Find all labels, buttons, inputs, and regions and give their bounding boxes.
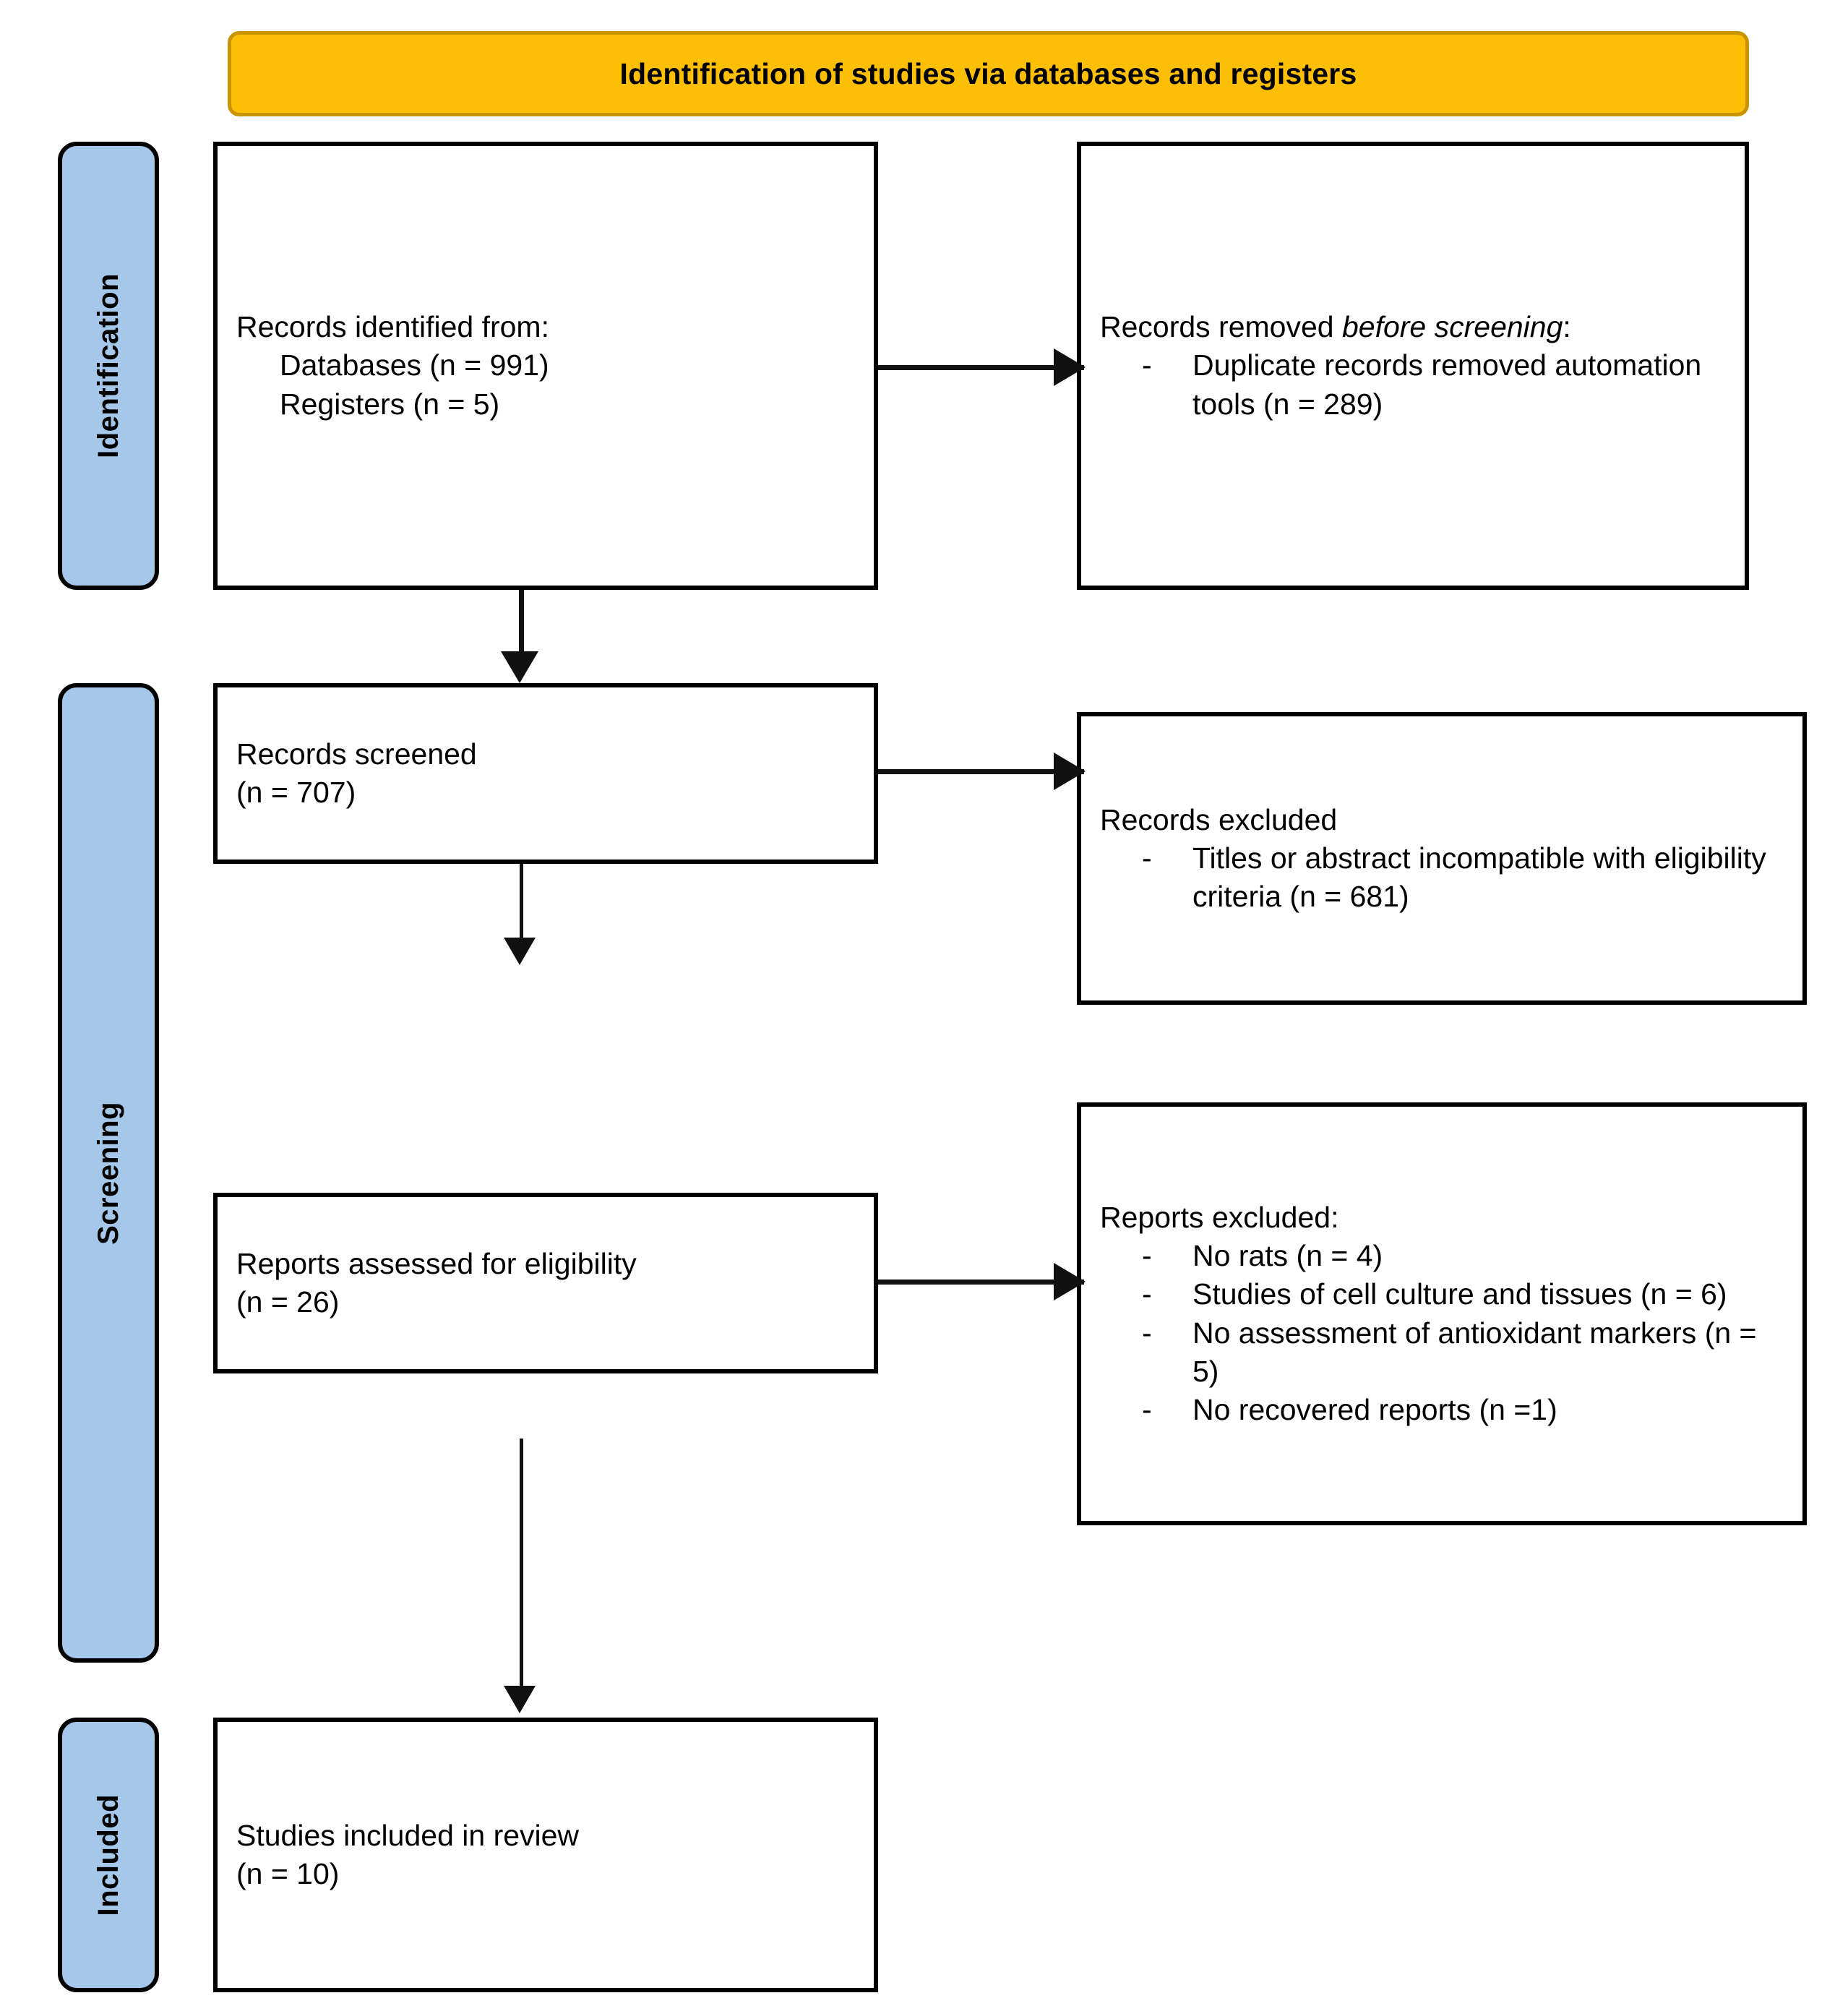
bullet-dash-marker: - <box>1142 348 1152 382</box>
records-excluded-heading: Records excluded <box>1100 802 1338 836</box>
stage-band-identification: Identification <box>58 142 159 590</box>
connector-screened-to-eligibility-line <box>520 864 523 940</box>
records-removed-heading-prefix: Records removed <box>1100 310 1342 344</box>
stage-band-included: Included <box>58 1718 159 1992</box>
studies-included-count: (n = 10) <box>236 1857 340 1890</box>
box-records-screened: Records screened (n = 707) <box>213 683 878 864</box>
box-reports-excluded: Reports excluded: - No rats (n = 4) - Stud… <box>1077 1102 1807 1525</box>
box-records-removed-before-screening: Records removed before screening: - Dupli… <box>1077 142 1749 590</box>
records-removed-bullet-list: - Duplicate records removed automation to… <box>1100 346 1726 424</box>
box-reports-assessed-for-eligibility: Reports assessed for eligibility (n = 26… <box>213 1193 878 1373</box>
list-item: - Duplicate records removed automation to… <box>1100 346 1726 424</box>
studies-included-heading: Studies included in review <box>236 1818 580 1852</box>
arrow-down-icon <box>501 651 538 683</box>
bullet-dash-marker: - <box>1142 841 1152 875</box>
bullet-dash-marker: - <box>1142 1393 1152 1427</box>
reports-assessed-count: (n = 26) <box>236 1285 340 1319</box>
records-removed-heading-suffix: : <box>1563 310 1571 344</box>
records-removed-heading: Records removed before screening: <box>1100 308 1726 346</box>
reports-excluded-bullet-2: Studies of cell culture and tissues (n =… <box>1192 1277 1727 1311</box>
reports-excluded-bullet-4: No recovered reports (n =1) <box>1192 1393 1557 1427</box>
records-screened-count: (n = 707) <box>236 776 356 809</box>
list-item: - No assessment of antioxidant markers (n… <box>1100 1314 1784 1392</box>
reports-excluded-bullet-list: - No rats (n = 4) - Studies of cell cultur… <box>1100 1237 1784 1429</box>
list-item: - Studies of cell culture and tissues (n … <box>1100 1275 1784 1313</box>
arrow-down-icon <box>504 938 536 965</box>
list-item: - No recovered reports (n =1) <box>1100 1391 1784 1429</box>
reports-assessed-heading: Reports assessed for eligibility <box>236 1246 637 1280</box>
connector-eligibility-to-included-line <box>520 1439 523 1688</box>
list-item: - Titles or abstract incompatible with el… <box>1100 839 1784 917</box>
reports-excluded-bullet-3: No assessment of antioxidant markers (n … <box>1192 1316 1757 1388</box>
connector-screened-to-excluded-line <box>878 769 1084 774</box>
records-removed-bullet-1: Duplicate records removed automation too… <box>1192 348 1702 421</box>
arrow-right-icon <box>1054 1263 1086 1300</box>
connector-identified-to-screened-line <box>519 590 524 655</box>
bullet-dash-marker: - <box>1142 1316 1152 1350</box>
stage-band-included-label: Included <box>92 1793 124 1916</box>
bullet-dash-marker: - <box>1142 1277 1152 1311</box>
list-item: - No rats (n = 4) <box>1100 1237 1784 1275</box>
box-studies-included-in-review: Studies included in review (n = 10) <box>213 1718 878 1992</box>
diagram-header-banner: Identification of studies via databases … <box>228 31 1749 116</box>
records-identified-registers: Registers (n = 5) <box>280 387 500 421</box>
records-screened-heading: Records screened <box>236 737 477 771</box>
stage-band-screening: Screening <box>58 683 159 1663</box>
arrow-right-icon <box>1054 348 1086 386</box>
stage-band-identification-label: Identification <box>92 273 124 458</box>
bullet-dash-marker: - <box>1142 1238 1152 1272</box>
records-excluded-bullet-1: Titles or abstract incompatible with eli… <box>1192 841 1766 914</box>
box-records-identified: Records identified from: Databases (n = … <box>213 142 878 590</box>
reports-excluded-heading: Reports excluded: <box>1100 1200 1339 1234</box>
box-records-excluded: Records excluded - Titles or abstract inc… <box>1077 712 1807 1005</box>
records-identified-databases: Databases (n = 991) <box>280 348 549 382</box>
records-excluded-bullet-list: - Titles or abstract incompatible with el… <box>1100 839 1784 917</box>
stage-band-screening-label: Screening <box>92 1101 124 1245</box>
arrow-right-icon <box>1054 753 1086 790</box>
arrow-down-icon <box>504 1686 536 1713</box>
connector-eligibility-to-reports-excluded-line <box>878 1280 1084 1285</box>
records-identified-heading: Records identified from: <box>236 310 549 344</box>
connector-identified-to-removed-line <box>878 365 1084 370</box>
records-removed-heading-italic: before screening <box>1341 310 1563 344</box>
reports-excluded-bullet-1: No rats (n = 4) <box>1192 1238 1383 1272</box>
banner-title: Identification of studies via databases … <box>619 56 1357 90</box>
